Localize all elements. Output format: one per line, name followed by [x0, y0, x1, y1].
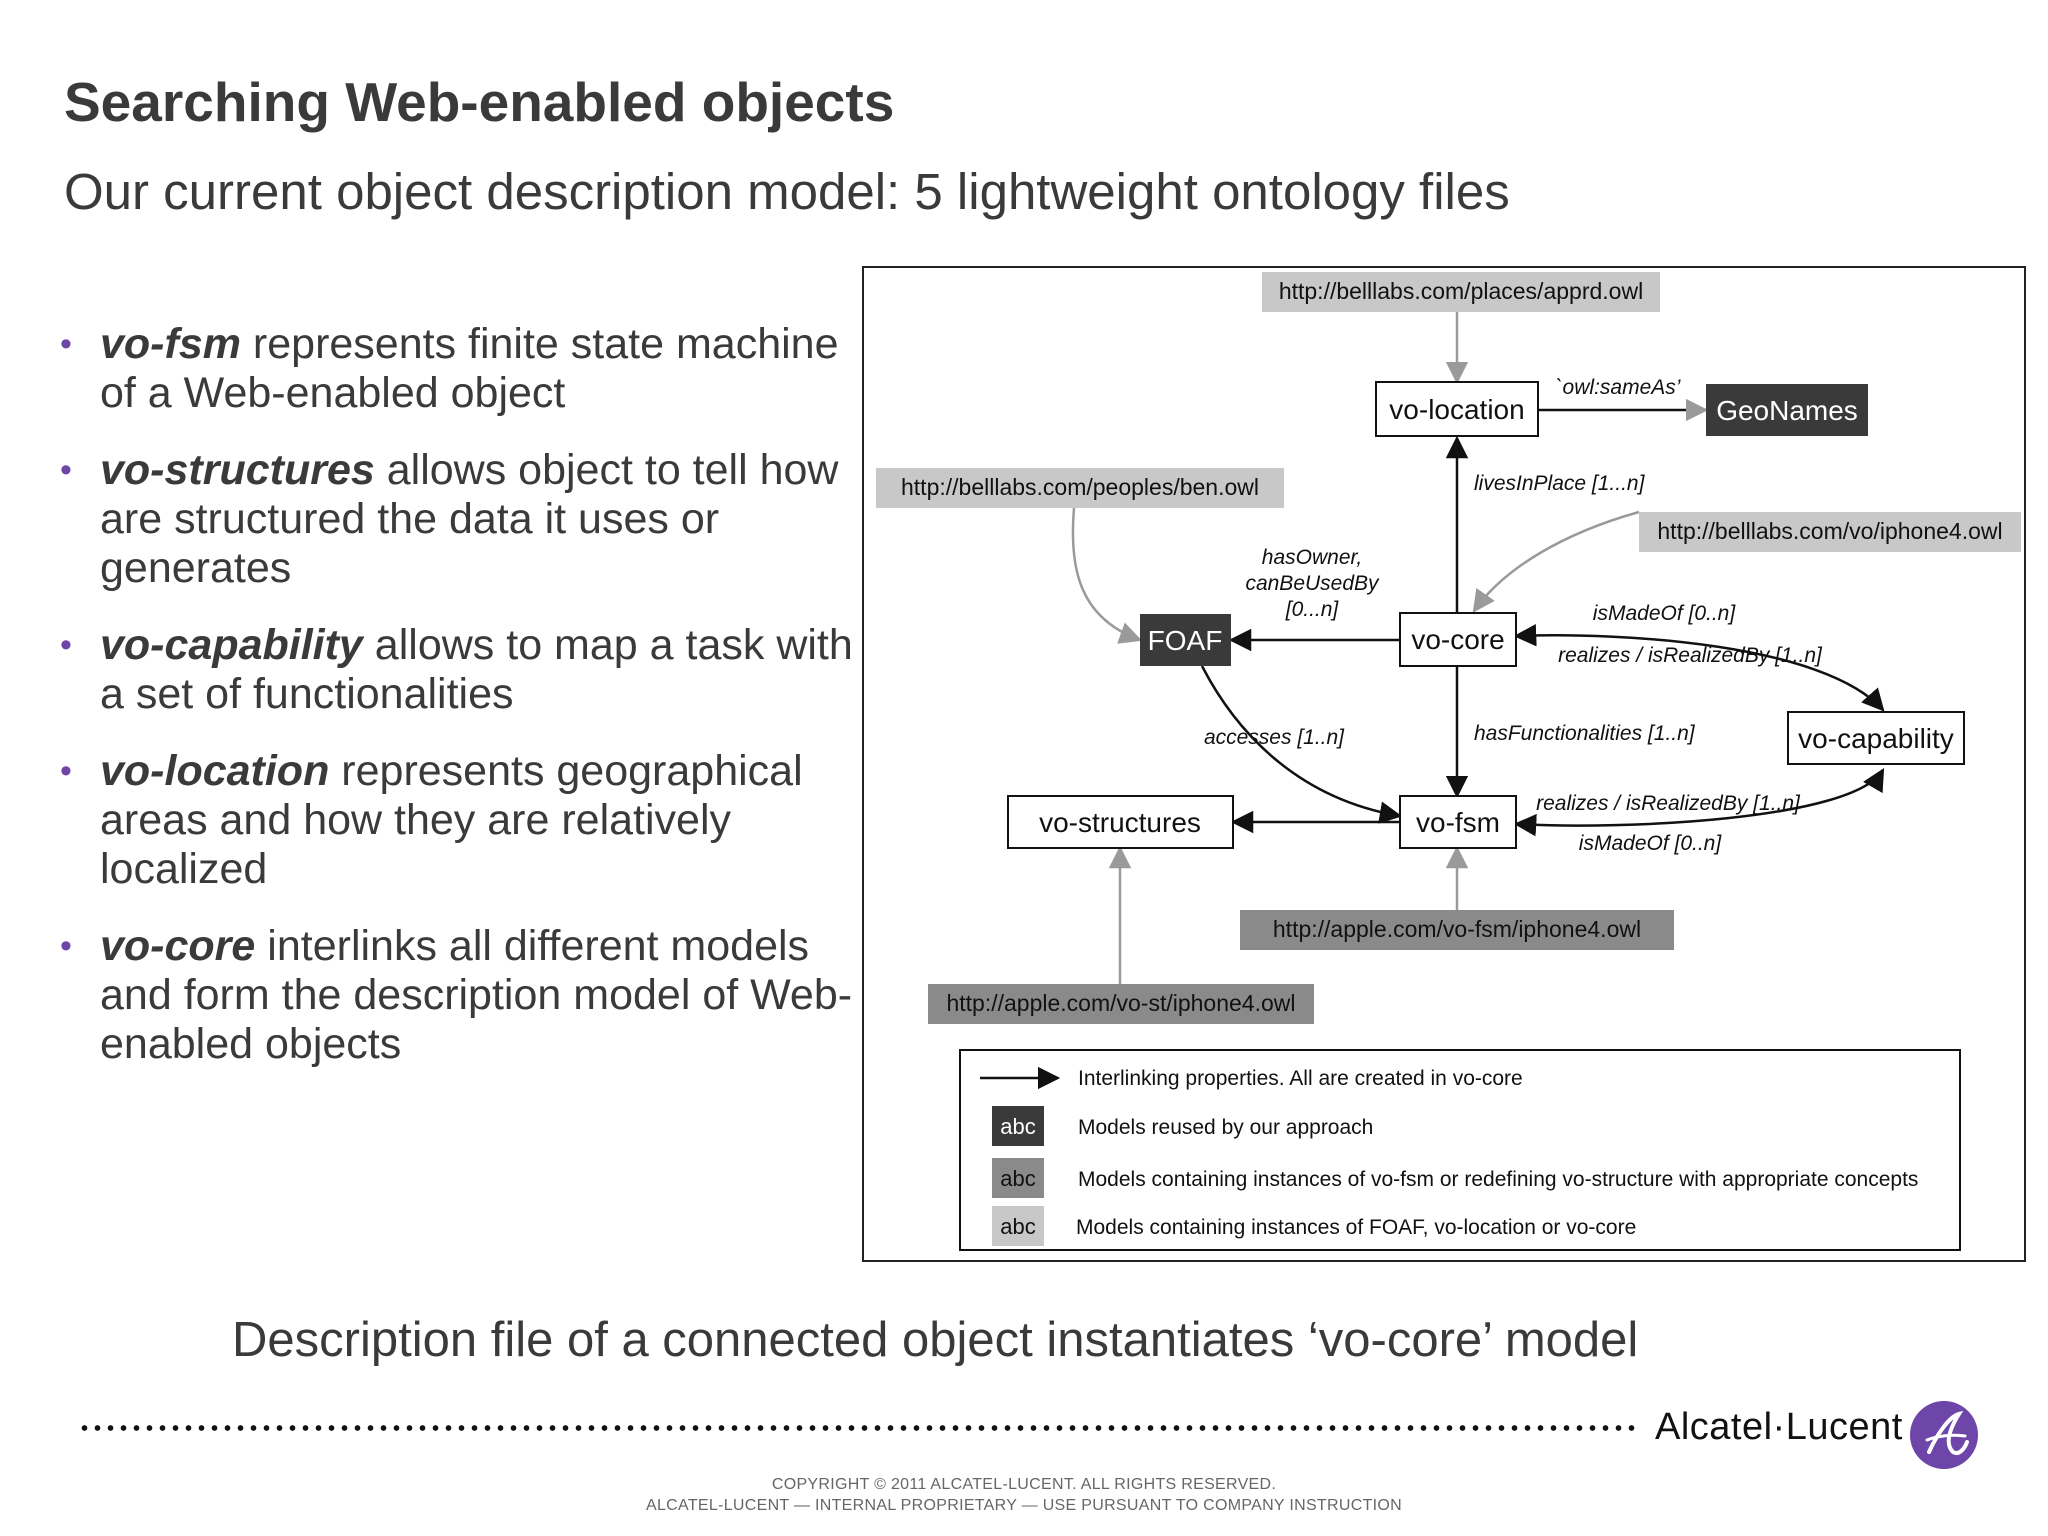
bullet-list: • vo-fsm represents finite state machine … [60, 320, 870, 1097]
vo-core-label: vo-core [1411, 624, 1504, 655]
edge-label-has-owner-3: [0...n] [1285, 598, 1340, 621]
bullet-dot: • [60, 752, 72, 790]
url-fsm-box [1240, 910, 1674, 950]
legend-dark-swatch [992, 1106, 1044, 1146]
bullet-term: vo-capability [100, 621, 363, 669]
bullet-term: vo-fsm [100, 320, 241, 368]
legend-box [959, 1049, 1961, 1251]
edge-label-has-functionalities: hasFunctionalities [1..n] [1474, 722, 1696, 745]
vo-fsm-node [1399, 795, 1517, 849]
bullet-vo-core: • vo-core interlinks all different models… [60, 922, 870, 1069]
legend-reused-text: Models reused by our approach [1078, 1116, 1373, 1139]
bullet-term: vo-core [100, 922, 256, 970]
url-iphone4-box [1639, 512, 2021, 552]
url-iphone4-label: http://belllabs.com/vo/iphone4.owl [1657, 518, 2002, 544]
vo-fsm-label: vo-fsm [1416, 807, 1500, 838]
foaf-node [1140, 614, 1231, 666]
footer-dotted-rule [78, 1424, 1640, 1432]
bullet-text: represents geographical areas and how th… [100, 747, 803, 893]
edge-label-accesses: accesses [1..n] [1204, 726, 1345, 749]
bullet-dot: • [60, 626, 72, 664]
url-peoples-box [876, 468, 1284, 508]
ontology-diagram: http://belllabs.com/places/apprd.owl htt… [862, 266, 2026, 1262]
bullet-vo-structures: • vo-structures allows object to tell how… [60, 446, 870, 593]
edge-label-is-made-of-bottom: isMadeOf [0..n] [1579, 832, 1723, 855]
diagram-canvas: http://belllabs.com/places/apprd.owl htt… [876, 272, 2021, 1251]
vo-location-label: vo-location [1389, 394, 1524, 425]
slide-title: Searching Web-enabled objects [64, 71, 895, 133]
edge-core-capability-top [1513, 624, 1885, 712]
vo-core-node [1399, 612, 1517, 667]
url-peoples-label: http://belllabs.com/peoples/ben.owl [901, 474, 1259, 500]
bullet-text: allows to map a task with a set of funct… [100, 621, 853, 718]
url-st-box [928, 984, 1314, 1024]
bullet-vo-capability: • vo-capability allows to map a task with… [60, 621, 870, 719]
bullet-dot: • [60, 927, 72, 965]
edge-label-is-made-of-top: isMadeOf [0..n] [1593, 602, 1737, 625]
edge-iphone4-to-core [1472, 510, 1640, 613]
legend-mid-swatch [992, 1158, 1044, 1198]
legend-interlinking-text: Interlinking properties. All are created… [1078, 1067, 1523, 1090]
vo-structures-label: vo-structures [1039, 807, 1201, 838]
url-st-label: http://apple.com/vo-st/iphone4.owl [946, 990, 1295, 1016]
bottom-caption: Description file of a connected object i… [232, 1313, 1639, 1367]
foaf-label: FOAF [1148, 625, 1223, 656]
edge-label-lives-in-place: livesInPlace [1...n] [1474, 472, 1646, 495]
geonames-node [1706, 384, 1868, 436]
company-logo-icon [1910, 1401, 1978, 1469]
legend-instances-fsm-text: Models containing instances of vo-fsm or… [1078, 1168, 1918, 1191]
vo-structures-node [1007, 795, 1234, 849]
vo-location-node [1375, 381, 1539, 437]
bullet-text: represents finite state machine of a Web… [100, 320, 839, 417]
geonames-label: GeoNames [1716, 395, 1858, 426]
bullet-term: vo-structures [100, 446, 375, 494]
slide-subtitle: Our current object description model: 5 … [64, 163, 1510, 220]
legend-dark-swatch-label: abc [1000, 1114, 1035, 1139]
bullet-text: interlinks all different models and form… [100, 922, 853, 1068]
edge-foaf-accesses-fsm [1200, 665, 1403, 824]
legend-light-swatch-label: abc [1000, 1214, 1035, 1239]
edge-label-realizes-top: realizes / isRealizedBy [1..n] [1558, 644, 1823, 667]
vo-capability-label: vo-capability [1798, 723, 1954, 754]
url-places-label: http://belllabs.com/places/apprd.owl [1279, 278, 1643, 304]
legend-mid-swatch-label: abc [1000, 1166, 1035, 1191]
url-fsm-label: http://apple.com/vo-fsm/iphone4.owl [1273, 916, 1641, 942]
bullet-dot: • [60, 451, 72, 489]
edge-label-realizes-bottom: realizes / isRealizedBy [1..n] [1536, 792, 1801, 815]
bullet-term: vo-location [100, 747, 330, 795]
bullet-vo-fsm: • vo-fsm represents finite state machine … [60, 320, 870, 418]
edge-label-sameas: `owl:sameAs’ [1556, 376, 1681, 399]
edge-fsm-capability-bottom [1513, 768, 1885, 837]
edge-label-has-owner-1: hasOwner, [1262, 546, 1362, 569]
edge-label-has-owner-2: canBeUsedBy [1245, 572, 1380, 595]
vo-capability-node [1787, 711, 1965, 765]
legend-instances-foaf-text: Models containing instances of FOAF, vo-… [1076, 1216, 1636, 1239]
footer-proprietary: ALCATEL-LUCENT — INTERNAL PROPRIETARY — … [646, 1497, 1402, 1514]
footer-copyright: COPYRIGHT © 2011 ALCATEL-LUCENT. ALL RIG… [771, 1476, 1277, 1493]
url-places-box [1262, 272, 1660, 312]
edge-peoples-to-foaf [1071, 507, 1143, 644]
bullet-text: allows object to tell how are structured… [100, 446, 839, 592]
bullet-vo-location: • vo-location represents geographical are… [60, 747, 870, 894]
legend-light-swatch [992, 1206, 1044, 1246]
company-logo-text: Alcatel·Lucent [1655, 1406, 1903, 1448]
bullet-dot: • [60, 325, 72, 363]
